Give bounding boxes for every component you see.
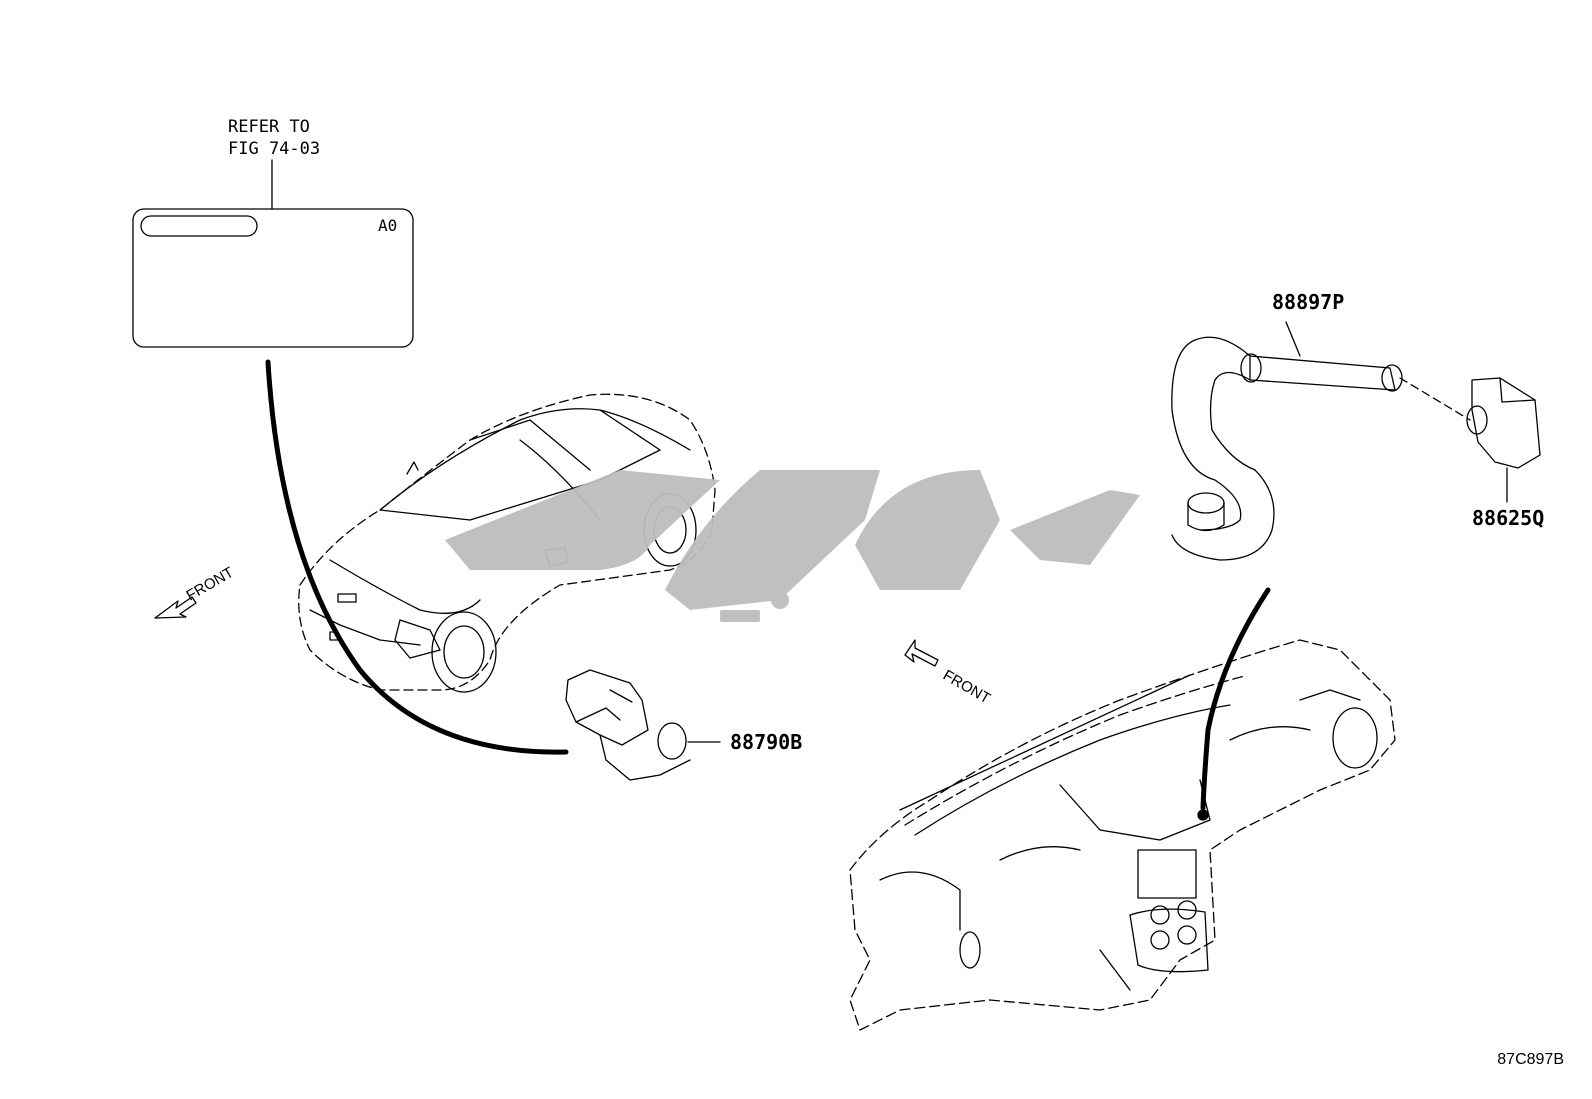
leader-curve-left [268, 362, 566, 752]
front-arrow-left: FRONT [155, 564, 237, 618]
hose-88897P-illustration [1172, 322, 1470, 560]
part-label-88625Q: 88625Q [1472, 506, 1545, 530]
leader-line-right [1203, 590, 1268, 808]
front-arrow-right: FRONT [905, 640, 993, 707]
reference-box: A0 [133, 160, 413, 347]
drawing-code: 87C897B [1497, 1051, 1564, 1068]
dashboard-illustration [850, 640, 1395, 1030]
part-label-88790B: 88790B [730, 730, 803, 754]
front-label-left: FRONT [184, 564, 237, 605]
front-label-right: FRONT [940, 667, 993, 708]
part-label-88897P: 88897P [1272, 290, 1345, 314]
reference-line-2: FIG 74-03 [228, 139, 321, 159]
sensor-88790B-illustration [566, 670, 720, 780]
sensor-88625Q-illustration [1467, 378, 1540, 502]
reference-note: REFER TO FIG 74-03 [228, 116, 320, 160]
box-tag: A0 [378, 216, 397, 235]
watermark [445, 470, 1140, 622]
reference-line-1: REFER TO [228, 117, 310, 137]
